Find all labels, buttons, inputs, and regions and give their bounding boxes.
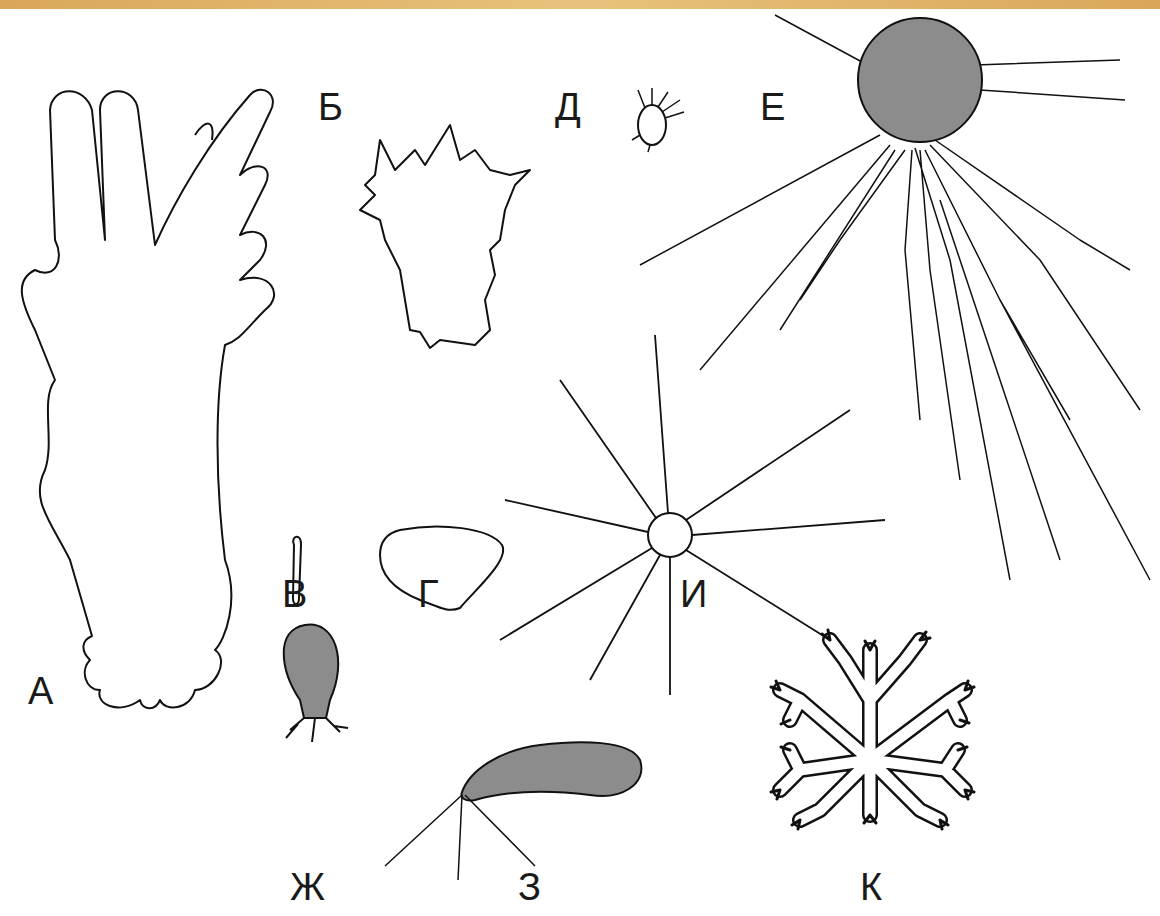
- cell-k-outline: [780, 640, 965, 820]
- figure-letter: Г: [418, 575, 439, 613]
- cell-d-flagella: [632, 88, 684, 152]
- cell-k: [771, 630, 974, 829]
- cell-zh-rhizoids: [286, 718, 348, 742]
- cell-e-filaments: [640, 15, 1150, 580]
- cell-zh: [284, 625, 338, 718]
- figure-letter: В: [282, 575, 307, 613]
- cell-outlines: [22, 15, 1150, 880]
- figure-letter: К: [860, 868, 882, 906]
- cell-a-bump: [195, 124, 213, 140]
- cell-z-flagella: [385, 795, 535, 880]
- cell-i-body: [648, 513, 692, 557]
- cell-a: [22, 90, 274, 709]
- cell-z: [462, 742, 642, 800]
- figure-letter: А: [28, 672, 53, 710]
- cell-g: [380, 526, 503, 609]
- top-bar: [0, 0, 1160, 9]
- cell-k-fill: [780, 640, 965, 820]
- cell-d: [638, 105, 666, 145]
- figure-letter: З: [518, 868, 541, 906]
- figure-letter: Ж: [290, 868, 325, 906]
- figure-letter: Б: [318, 88, 343, 126]
- figure-letter: И: [680, 575, 707, 613]
- figure-letter: Д: [555, 88, 581, 126]
- cell-b: [360, 125, 530, 348]
- figure-letter: Е: [760, 88, 785, 126]
- cell-e-body: [858, 18, 982, 142]
- cell-k-tips: [771, 630, 974, 829]
